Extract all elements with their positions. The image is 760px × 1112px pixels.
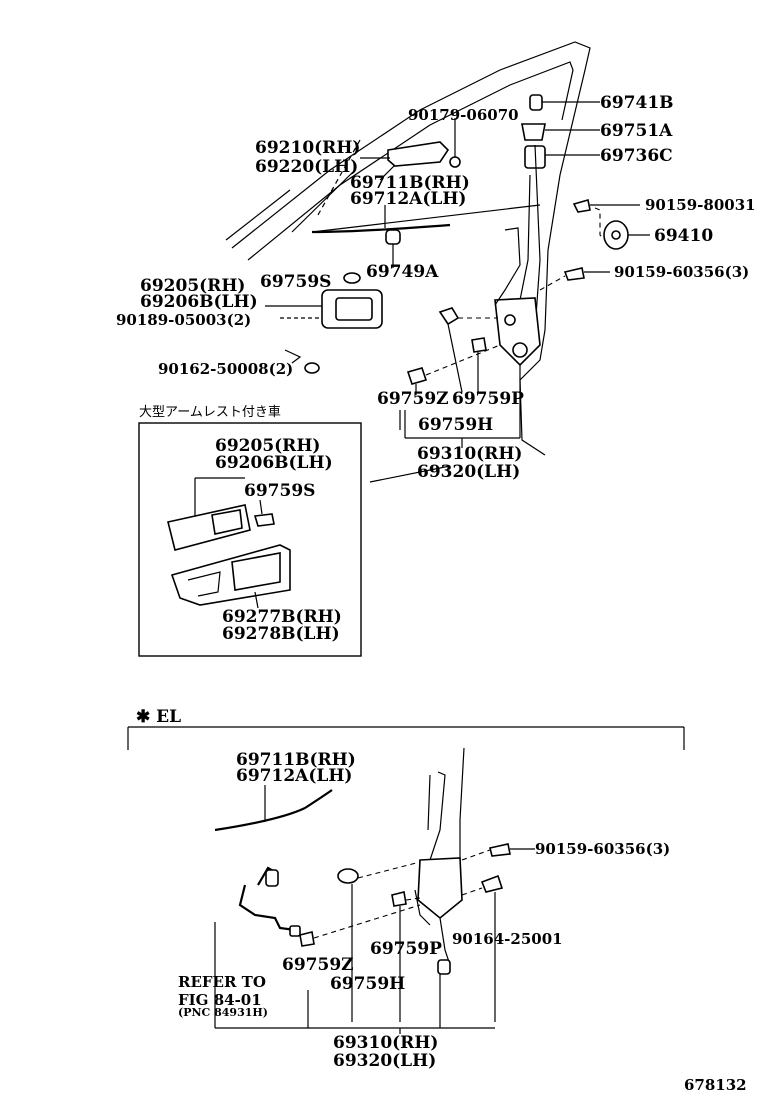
door-frame-outline <box>225 41 591 456</box>
armrest-handle-icon <box>167 477 275 551</box>
label-69711b: 69711B(RH) <box>350 173 470 193</box>
clip-69741b-icon <box>529 94 600 111</box>
label-69759h-top: 69759H <box>418 415 493 435</box>
el-door-lock-assembly-icon <box>414 747 465 975</box>
el-section-header: ✱ EL <box>136 707 181 727</box>
label-69712a-el: 69712A(LH) <box>236 766 352 786</box>
label-90189-05003: 90189-05003(2) <box>116 311 251 329</box>
label-69759h-el: 69759H <box>330 974 405 994</box>
label-90159-80031: 90159-80031 <box>645 196 756 214</box>
lead-line <box>311 204 541 233</box>
el-clip-69759h-icon <box>337 861 421 1022</box>
label-69759s-inset: 69759S <box>244 481 315 501</box>
label-69759z-el: 69759Z <box>282 955 354 975</box>
label-69220: 69220(LH) <box>255 157 358 177</box>
el-wire-harness-icon <box>238 866 301 937</box>
label-69205-inset: 69205(RH) <box>215 436 320 456</box>
el-screw-90159-60356-icon <box>461 843 535 861</box>
clip-69759p-top-icon <box>447 323 487 393</box>
label-69759z-top: 69759Z <box>377 389 449 409</box>
screw-90159-60356-top-icon <box>539 267 610 291</box>
label-90162-50008: 90162-50008(2) <box>158 360 293 378</box>
label-69410: 69410 <box>654 226 713 246</box>
screw-90162-icon <box>284 349 320 374</box>
outside-handle-icon <box>360 118 461 168</box>
el-clip-69759z-icon <box>299 904 421 947</box>
label-69759p-el: 69759P <box>370 939 442 959</box>
label-90164-25001: 90164-25001 <box>452 930 563 948</box>
screw-90159-80031-icon <box>572 198 640 213</box>
inset-armrest-box: 大型アームレスト付き車 69205(RH) 69206B(LH) 69759S … <box>138 405 362 657</box>
el-screw-90164-icon <box>461 874 504 1022</box>
label-90159-60356-el: 90159-60356(3) <box>535 840 670 858</box>
el-bracket-lines-bottom <box>214 922 495 1034</box>
label-69310-top: 69310(RH) <box>417 444 522 464</box>
label-69310-el: 69310(RH) <box>333 1033 438 1053</box>
bracket-lines-top <box>404 365 521 448</box>
label-69320-top: 69320(LH) <box>417 462 520 482</box>
refer-to-line1: REFER TO <box>178 973 266 991</box>
label-69206b-inset: 69206B(LH) <box>215 453 333 473</box>
clip-69749a-icon <box>385 229 401 268</box>
label-69749a: 69749A <box>366 262 439 282</box>
inset-caption: 大型アームレスト付き車 <box>139 405 281 420</box>
label-69711b-el: 69711B(RH) <box>236 750 356 770</box>
label-69210: 69210(RH) <box>255 138 360 158</box>
label-69278b: 69278B(LH) <box>222 624 340 644</box>
clip-69751a-icon <box>521 123 600 141</box>
label-69736c: 69736C <box>600 146 673 166</box>
refer-to-line3: (PNC 84931H) <box>178 1006 268 1019</box>
clip-69759z-top-icon <box>406 307 501 395</box>
label-69206b-top: 69206B(LH) <box>140 292 258 312</box>
label-69759p-top: 69759P <box>452 389 524 409</box>
clip-69759s-icon <box>343 272 361 284</box>
label-69277b: 69277B(RH) <box>222 607 342 627</box>
label-69751a: 69751A <box>600 121 673 141</box>
label-69741b: 69741B <box>600 93 674 113</box>
lead-line <box>369 465 451 483</box>
label-90179-06070: 90179-06070 <box>408 106 519 124</box>
el-clip-69759p-icon <box>391 891 421 1022</box>
refer-to-line2: FIG 84-01 <box>178 991 262 1009</box>
label-69759s: 69759S <box>260 272 331 292</box>
door-lock-assembly-icon <box>494 144 541 367</box>
el-bracket <box>127 726 685 750</box>
figure-id: 678132 <box>684 1076 747 1094</box>
label-90159-60356-top: 90159-60356(3) <box>614 263 749 281</box>
armrest-bezel-icon <box>170 544 291 609</box>
inside-handle-icon <box>265 289 383 329</box>
label-69205-top: 69205(RH) <box>140 276 245 296</box>
striker-69410-icon <box>594 207 650 250</box>
el-control-rod-icon <box>214 785 333 832</box>
label-69320-el: 69320(LH) <box>333 1051 436 1071</box>
label-69712a: 69712A(LH) <box>350 189 466 209</box>
control-rod-icon <box>311 205 451 234</box>
